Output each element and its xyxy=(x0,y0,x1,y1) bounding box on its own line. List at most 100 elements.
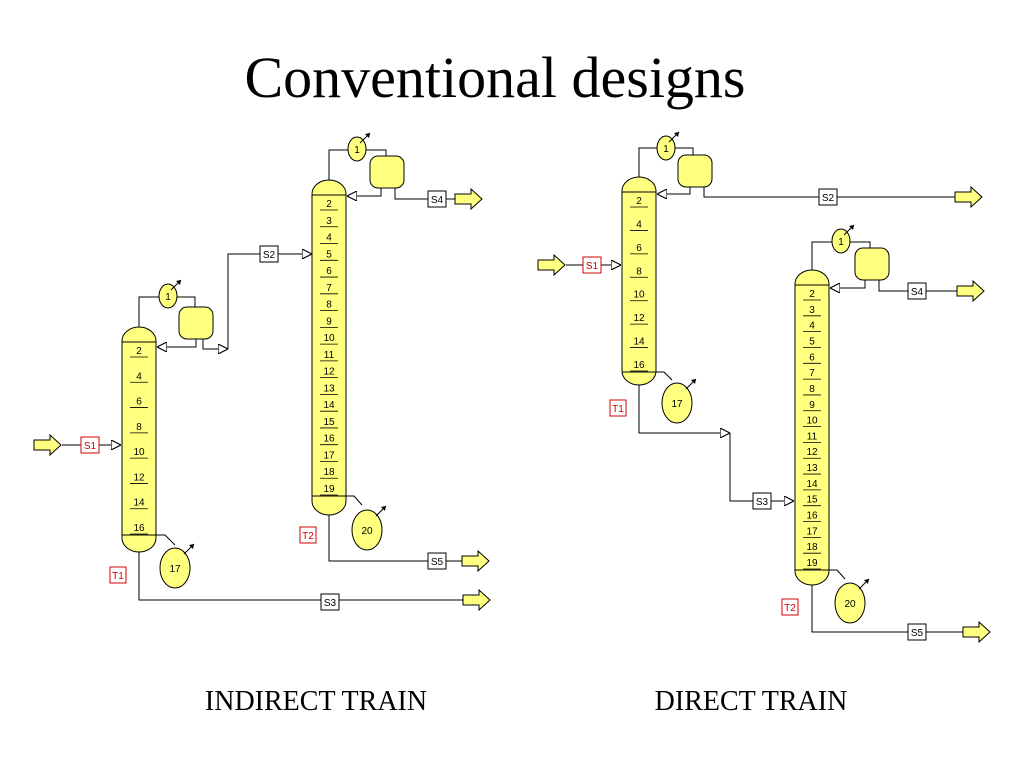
indirect-t2-column-tag: T2 xyxy=(302,531,314,542)
indirect-t2-stage-label: 5 xyxy=(326,249,332,260)
direct-t1-column-tag-box xyxy=(609,399,627,417)
indirect-t2-stage-label: 17 xyxy=(323,450,335,461)
direct-t1-reflux-drum xyxy=(677,154,713,188)
indirect-t1-stage-label: 8 xyxy=(136,422,142,433)
indirect-t1-reboiler-label: 17 xyxy=(169,564,181,575)
indirect-train-label: INDIRECT TRAIN xyxy=(204,686,428,717)
indirect-s4-arrow xyxy=(454,187,483,211)
direct-t1-vapor-line xyxy=(638,147,658,177)
indirect-t1-condenser-label: 1 xyxy=(165,292,171,303)
direct-t1-cond-out xyxy=(675,147,694,155)
direct-t2-reflux xyxy=(830,280,866,288)
direct-t2-condenser-label: 1 xyxy=(838,237,844,248)
indirect-s3-arrow xyxy=(462,588,491,612)
direct-s5-arrow xyxy=(962,620,991,644)
direct-t2-column-tag: T2 xyxy=(784,603,796,614)
direct-s3-line xyxy=(729,433,794,501)
direct-s4-arrow xyxy=(956,279,985,303)
direct-s2-line xyxy=(703,187,955,198)
direct-s5-label-box xyxy=(907,623,927,641)
direct-t1-stage-label: 16 xyxy=(633,360,645,371)
indirect-t2-stage-label: 18 xyxy=(323,467,335,478)
direct-t2-reboiler-label: 20 xyxy=(844,599,856,610)
indirect-t2-stage-label: 10 xyxy=(323,333,335,344)
direct-t1-column xyxy=(621,176,657,386)
direct-t1-stage-label: 4 xyxy=(636,219,642,230)
page-title: Conventional designs xyxy=(244,45,746,110)
direct-s5-label: S5 xyxy=(911,628,924,639)
indirect-feed-arrow xyxy=(33,433,62,457)
direct-t2-reboiler xyxy=(834,582,866,624)
direct-t1-stage-label: 10 xyxy=(633,290,645,301)
direct-t2-stage-label: 3 xyxy=(809,305,815,316)
indirect-t2-vapor-line xyxy=(328,149,349,180)
indirect-t1-stage-label: 12 xyxy=(133,472,145,483)
direct-t2-stage-label: 6 xyxy=(809,352,815,363)
indirect-t2-stage-label: 2 xyxy=(326,199,332,210)
indirect-t1-column-tag: T1 xyxy=(112,571,124,582)
direct-t2-reboiler-return xyxy=(829,569,846,580)
indirect-s4-label-box xyxy=(427,190,447,208)
direct-t2-column xyxy=(794,269,830,586)
indirect-t2-stage-label: 8 xyxy=(326,300,332,311)
indirect-s2-label-box xyxy=(259,245,279,263)
direct-t2-stage-label: 17 xyxy=(806,526,818,537)
direct-s3-label-box xyxy=(752,492,772,510)
direct-t1-stage-label: 14 xyxy=(633,337,645,348)
direct-t2-stage-label: 16 xyxy=(806,511,818,522)
indirect-t1-condenser-arrowhead xyxy=(176,280,181,285)
direct-t1-condenser xyxy=(656,135,676,161)
direct-t1-stage-label: 2 xyxy=(636,196,642,207)
indirect-s3-label-box xyxy=(320,593,340,611)
indirect-s5-arrow xyxy=(461,549,490,573)
indirect-s1-label: S1 xyxy=(84,441,97,452)
indirect-s5-line xyxy=(328,515,462,562)
direct-t1-stage-label: 8 xyxy=(636,266,642,277)
direct-t2-stage-label: 9 xyxy=(809,400,815,411)
direct-s5-line xyxy=(811,585,963,633)
direct-t1-bottoms xyxy=(638,385,730,433)
direct-t2-stage-label: 5 xyxy=(809,336,815,347)
indirect-t2-stage-label: 16 xyxy=(323,434,335,445)
indirect-s3-line xyxy=(138,552,463,601)
indirect-t2-stage-label: 4 xyxy=(326,233,332,244)
indirect-t2-reboiler-return xyxy=(346,495,363,506)
indirect-t2-reflux-drum xyxy=(369,155,405,189)
indirect-t2-stage-label: 6 xyxy=(326,266,332,277)
indirect-t1-stage-label: 4 xyxy=(136,371,142,382)
indirect-t2-stage-label: 13 xyxy=(323,383,335,394)
indirect-t2-stage-label: 11 xyxy=(324,350,335,361)
indirect-t2-reboiler xyxy=(351,509,383,551)
direct-t1-stage-label: 12 xyxy=(633,313,645,324)
indirect-s3-label: S3 xyxy=(324,598,337,609)
direct-t2-stage-label: 10 xyxy=(806,416,818,427)
indirect-t2-condenser xyxy=(347,136,367,162)
indirect-t2-reboiler-label: 20 xyxy=(361,526,373,537)
indirect-t1-reflux-drum xyxy=(178,306,214,340)
indirect-t1-column xyxy=(121,326,157,553)
indirect-t1-stage-label: 16 xyxy=(133,523,145,534)
indirect-s1-label-box xyxy=(80,436,100,454)
indirect-t1-reboiler xyxy=(159,547,191,589)
indirect-t1-reflux xyxy=(157,339,197,347)
direct-t2-stage-label: 13 xyxy=(806,463,818,474)
direct-t2-stage-label: 15 xyxy=(806,495,818,506)
indirect-t1-stage-label: 2 xyxy=(136,346,142,357)
indirect-s2-label: S2 xyxy=(263,250,276,261)
direct-t2-vapor-line xyxy=(811,241,832,270)
indirect-t1-cond-out xyxy=(177,296,196,307)
direct-t2-reboiler-arrowhead xyxy=(864,579,869,584)
indirect-t2-reboiler-arrowhead xyxy=(381,506,386,511)
direct-t2-column-tag-box xyxy=(781,598,799,616)
indirect-t1-reboiler-arrowhead xyxy=(189,544,194,549)
direct-s2-arrow xyxy=(954,185,983,209)
stream-lines xyxy=(62,147,963,633)
equipment: 246810121416T111723456789101112131415161… xyxy=(33,131,991,644)
indirect-t2-cond-out xyxy=(366,149,387,156)
direct-s2-label: S2 xyxy=(822,193,835,204)
indirect-t1-column-tag-box xyxy=(109,566,127,584)
indirect-t2-condenser-label: 1 xyxy=(354,145,360,156)
